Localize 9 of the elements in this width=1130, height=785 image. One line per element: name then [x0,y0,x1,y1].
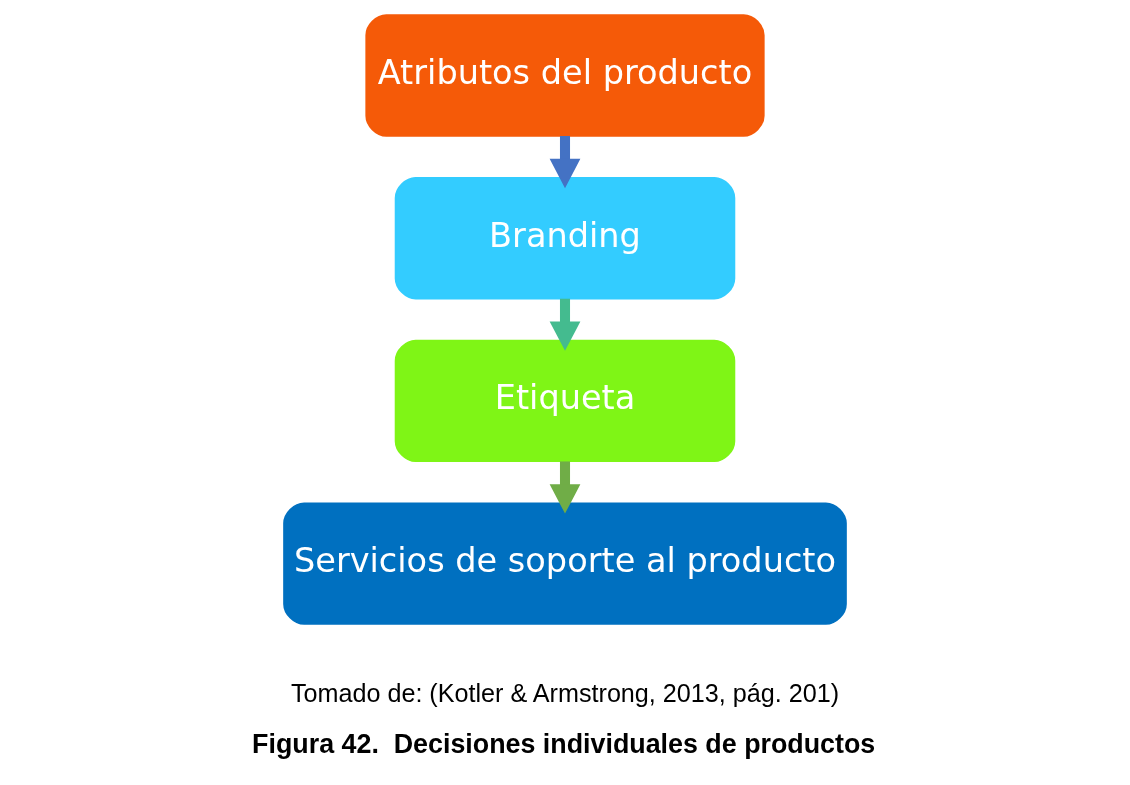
caption: Figura 42. Decisiones individuales de productos [252,728,876,759]
node-box: Atributos del producto [365,14,765,137]
arrow [549,298,581,351]
node-box: Branding [394,176,736,300]
node-box: Etiqueta [394,339,736,463]
node-box: Servicios de soporte al producto [283,502,847,625]
arrow [549,461,581,514]
arrow [549,136,581,189]
label: Tomado de: (Kotler & Armstrong, 2013, pág. 201) [290,679,840,708]
